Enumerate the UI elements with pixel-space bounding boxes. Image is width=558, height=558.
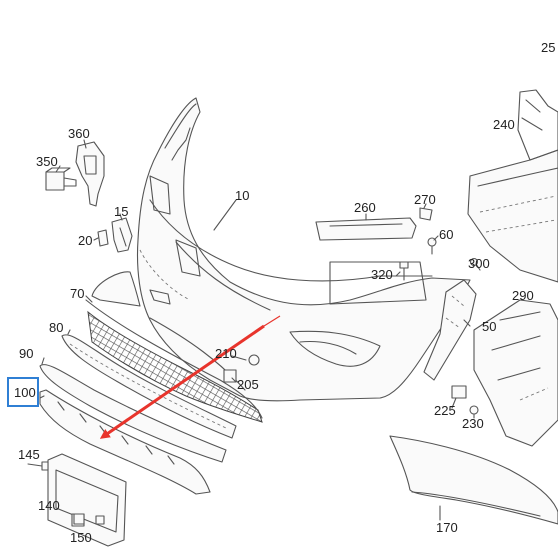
trim-strip-80: [61, 334, 237, 439]
grille-mesh: [85, 271, 263, 423]
side-mount-290: [473, 299, 558, 447]
callout-20: 20: [78, 233, 93, 248]
highlight-box-100: 100: [7, 377, 39, 407]
callout-70: 70: [70, 286, 85, 301]
callout-145: 145: [18, 447, 40, 462]
callout-60: 60: [439, 227, 454, 242]
callout-360: 360: [68, 126, 90, 141]
trim-strip-90: [39, 364, 227, 463]
fastener-225: [451, 385, 467, 399]
fastener-230: [469, 405, 479, 415]
lower-spoiler-170: [389, 435, 558, 525]
callout-270: 270: [414, 192, 436, 207]
clip-20: [97, 229, 109, 247]
cap-210: [248, 354, 260, 366]
callout-210: 210: [215, 346, 237, 361]
screw-145: [27, 461, 49, 471]
callout-260: 260: [354, 200, 376, 215]
bracket-360: [75, 141, 105, 207]
red-arrow: [99, 324, 265, 439]
callout-10: 10: [235, 188, 250, 203]
bolt-60: [427, 237, 437, 255]
callout-320: 320: [371, 267, 393, 282]
bumper-cover: [136, 97, 471, 402]
clip-15: [111, 217, 133, 253]
callout-50: 50: [482, 319, 497, 334]
callout-225: 225: [434, 403, 456, 418]
callout-230: 230: [462, 416, 484, 431]
callout-15: 15: [114, 204, 129, 219]
callout-290: 290: [512, 288, 534, 303]
callout-150: 150: [70, 530, 92, 545]
callout-300: 300: [468, 256, 490, 271]
side-bracket-50: [423, 279, 477, 381]
callout-205: 205: [237, 377, 259, 392]
callout-170: 170: [436, 520, 458, 535]
bolt-320: [399, 261, 409, 281]
callout-350: 350: [36, 154, 58, 169]
underbody-shield: [467, 89, 558, 283]
nut-150: [73, 513, 85, 525]
callout-240: 240: [493, 117, 515, 132]
sensor-350: [45, 167, 77, 191]
callout-80: 80: [49, 320, 64, 335]
callout-90: 90: [19, 346, 34, 361]
clip-270: [419, 207, 433, 221]
callout-100: 100: [14, 385, 36, 400]
arrow-origin-line: [263, 315, 281, 327]
callout-25: 25: [541, 40, 556, 55]
callout-140: 140: [38, 498, 60, 513]
upper-strip-260: [315, 217, 417, 241]
leader-lines: [39, 139, 481, 521]
